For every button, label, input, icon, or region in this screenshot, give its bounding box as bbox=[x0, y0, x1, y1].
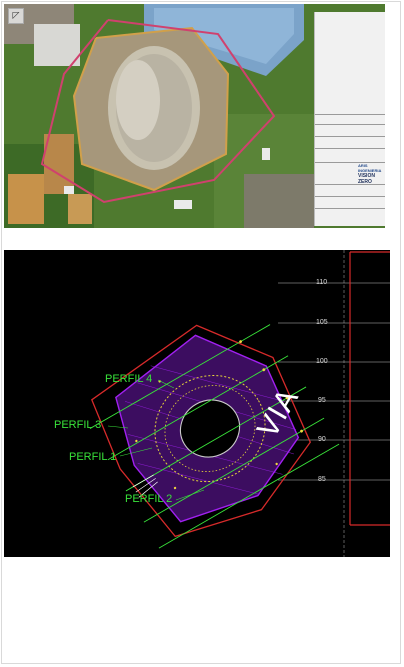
label-perfil-2: PERFIL 2 bbox=[125, 493, 173, 505]
elevation-100: 100 bbox=[316, 358, 328, 365]
label-perfil-1: PERFIL 1 bbox=[69, 451, 117, 463]
aerial-photo-image bbox=[4, 4, 385, 228]
elevation-110: 110 bbox=[316, 279, 328, 286]
logo-subtitle: VISION ZERO bbox=[358, 173, 375, 185]
title-block bbox=[314, 12, 385, 226]
elevation-90: 90 bbox=[318, 436, 326, 443]
expand-icon[interactable]: ◸ bbox=[8, 8, 24, 24]
cad-linework bbox=[89, 250, 390, 557]
label-perfil-4: PERFIL 4 bbox=[105, 373, 153, 385]
aerial-photo: ◸ ARIS INGENIERIA VISION ZERO bbox=[4, 4, 385, 228]
elevation-105: 105 bbox=[316, 319, 328, 326]
elevation-95: 95 bbox=[318, 397, 326, 404]
logo-name: ARIS INGENIERIA bbox=[358, 163, 382, 173]
elevation-85: 85 bbox=[318, 476, 326, 483]
site-plan bbox=[89, 324, 340, 549]
title-block-logo: ARIS INGENIERIA VISION ZERO bbox=[358, 163, 385, 185]
label-perfil-3: PERFIL 3 bbox=[54, 419, 102, 431]
cad-drawing bbox=[4, 250, 390, 557]
